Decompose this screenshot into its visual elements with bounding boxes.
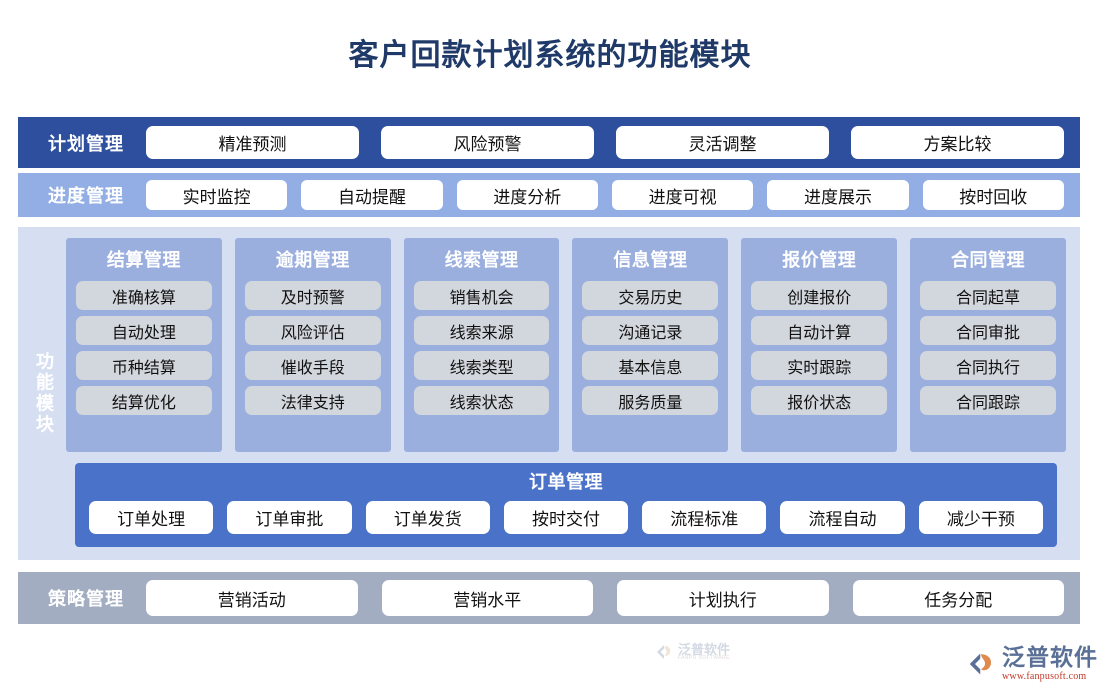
- strategy-item[interactable]: 计划执行: [617, 580, 829, 616]
- progress-item[interactable]: 进度展示: [767, 180, 909, 210]
- order-management-items: 订单处理 订单审批 订单发货 按时交付 流程标准 流程自动 减少干预: [89, 501, 1043, 534]
- order-item[interactable]: 订单审批: [227, 501, 352, 534]
- row-plan-items: 精准预测 风险预警 灵活调整 方案比较: [138, 126, 1064, 159]
- column-settlement-management: 结算管理 准确核算 自动处理 币种结算 结算优化: [66, 238, 222, 452]
- column-item[interactable]: 结算优化: [76, 386, 212, 415]
- order-item[interactable]: 订单处理: [89, 501, 214, 534]
- order-item[interactable]: 流程标准: [642, 501, 767, 534]
- column-item[interactable]: 线索来源: [413, 316, 550, 345]
- column-item[interactable]: 法律支持: [244, 386, 381, 415]
- fanpu-logo: 泛普软件 www.fanpusoft.com: [966, 646, 1098, 682]
- column-item[interactable]: 合同起草: [920, 281, 1056, 310]
- column-overdue-management: 逾期管理 及时预警 风险评估 催收手段 法律支持: [234, 238, 391, 452]
- order-item[interactable]: 减少干预: [918, 501, 1043, 534]
- fanpu-logo-icon: [969, 653, 992, 675]
- progress-item[interactable]: 实时监控: [146, 180, 288, 210]
- watermark-brand: 泛普软件: [678, 642, 731, 657]
- column-item[interactable]: 基本信息: [582, 351, 719, 380]
- row-strategy-management: 策略管理 营销活动 营销水平 计划执行 任务分配: [18, 572, 1080, 624]
- column-items: 交易历史 沟通记录 基本信息 服务质量: [582, 281, 719, 415]
- column-item[interactable]: 线索状态: [413, 386, 550, 415]
- row-strategy-label: 策略管理: [48, 589, 124, 609]
- fanpu-watermark: 泛普软件 FANPU SOFTWARE: [654, 635, 764, 669]
- page-title: 客户回款计划系统的功能模块: [348, 39, 752, 72]
- order-management-block: 订单管理 订单处理 订单审批 订单发货 按时交付 流程标准 流程自动 减少干预: [75, 463, 1057, 547]
- order-item[interactable]: 订单发货: [365, 501, 490, 534]
- logo-url: www.fanpusoft.com: [1002, 671, 1087, 682]
- plan-item[interactable]: 精准预测: [146, 126, 359, 159]
- column-item[interactable]: 准确核算: [76, 281, 212, 310]
- column-item[interactable]: 合同执行: [920, 351, 1056, 380]
- column-item[interactable]: 创建报价: [751, 281, 888, 310]
- order-item[interactable]: 按时交付: [503, 501, 629, 534]
- column-items: 创建报价 自动计算 实时跟踪 报价状态: [751, 281, 888, 415]
- column-item[interactable]: 合同审批: [920, 316, 1056, 345]
- column-lead-management: 线索管理 销售机会 线索来源 线索类型 线索状态: [403, 238, 560, 452]
- column-title: 线索管理: [444, 250, 519, 270]
- row-plan-management: 计划管理 精准预测 风险预警 灵活调整 方案比较: [18, 117, 1080, 168]
- column-title: 合同管理: [951, 250, 1026, 270]
- column-item[interactable]: 沟通记录: [582, 316, 719, 345]
- progress-item[interactable]: 进度分析: [456, 180, 598, 210]
- column-item[interactable]: 合同跟踪: [920, 386, 1056, 415]
- progress-item[interactable]: 按时回收: [922, 180, 1064, 210]
- fanpu-logo-icon: [657, 645, 671, 659]
- column-item[interactable]: 风险评估: [244, 316, 381, 345]
- column-item[interactable]: 币种结算: [76, 351, 212, 380]
- column-item[interactable]: 自动处理: [76, 316, 212, 345]
- strategy-item[interactable]: 任务分配: [852, 580, 1064, 616]
- order-item[interactable]: 流程自动: [780, 501, 905, 534]
- column-items: 及时预警 风险评估 催收手段 法律支持: [244, 281, 381, 415]
- function-module-panel: 功能模块 结算管理 准确核算 自动处理 币种结算 结算优化 逾期管理 及时预警 …: [18, 227, 1080, 661]
- logo-brand-name: 泛普软件: [1002, 644, 1098, 670]
- column-title: 报价管理: [782, 250, 857, 270]
- column-item[interactable]: 催收手段: [244, 351, 381, 380]
- function-module-label: 功能模块: [36, 351, 54, 435]
- column-item[interactable]: 销售机会: [413, 281, 550, 310]
- row-progress-management: 进度管理 实时监控 自动提醒 进度分析 进度可视 进度展示 按时回收: [18, 173, 1080, 217]
- function-columns: 结算管理 准确核算 自动处理 币种结算 结算优化 逾期管理 及时预警 风险评估 …: [66, 238, 1066, 452]
- strategy-item[interactable]: 营销水平: [381, 580, 593, 616]
- column-title: 信息管理: [613, 250, 688, 270]
- column-contract-management: 合同管理 合同起草 合同审批 合同执行 合同跟踪: [910, 238, 1066, 452]
- order-management-title: 订单管理: [529, 472, 603, 492]
- plan-item[interactable]: 风险预警: [381, 126, 594, 159]
- column-item[interactable]: 报价状态: [751, 386, 888, 415]
- column-title: 结算管理: [106, 250, 181, 270]
- column-item[interactable]: 自动计算: [751, 316, 888, 345]
- column-title: 逾期管理: [275, 250, 350, 270]
- column-items: 销售机会 线索来源 线索类型 线索状态: [413, 281, 550, 415]
- row-progress-items: 实时监控 自动提醒 进度分析 进度可视 进度展示 按时回收: [138, 180, 1064, 210]
- progress-item[interactable]: 自动提醒: [301, 180, 443, 210]
- column-quotation-management: 报价管理 创建报价 自动计算 实时跟踪 报价状态: [741, 238, 898, 452]
- column-item[interactable]: 及时预警: [244, 281, 381, 310]
- row-plan-label: 计划管理: [48, 133, 124, 154]
- plan-item[interactable]: 方案比较: [851, 126, 1064, 159]
- column-items: 合同起草 合同审批 合同执行 合同跟踪: [920, 281, 1056, 415]
- watermark-brand-en: FANPU SOFTWARE: [678, 655, 730, 661]
- column-items: 准确核算 自动处理 币种结算 结算优化: [76, 281, 212, 415]
- column-item[interactable]: 服务质量: [582, 386, 719, 415]
- column-item[interactable]: 线索类型: [413, 351, 550, 380]
- row-strategy-items: 营销活动 营销水平 计划执行 任务分配: [138, 580, 1064, 616]
- row-progress-label: 进度管理: [48, 186, 124, 206]
- column-item[interactable]: 交易历史: [582, 281, 719, 310]
- column-information-management: 信息管理 交易历史 沟通记录 基本信息 服务质量: [572, 238, 729, 452]
- plan-item[interactable]: 灵活调整: [616, 126, 829, 159]
- column-item[interactable]: 实时跟踪: [751, 351, 888, 380]
- strategy-item[interactable]: 营销活动: [146, 580, 358, 616]
- progress-item[interactable]: 进度可视: [611, 180, 754, 210]
